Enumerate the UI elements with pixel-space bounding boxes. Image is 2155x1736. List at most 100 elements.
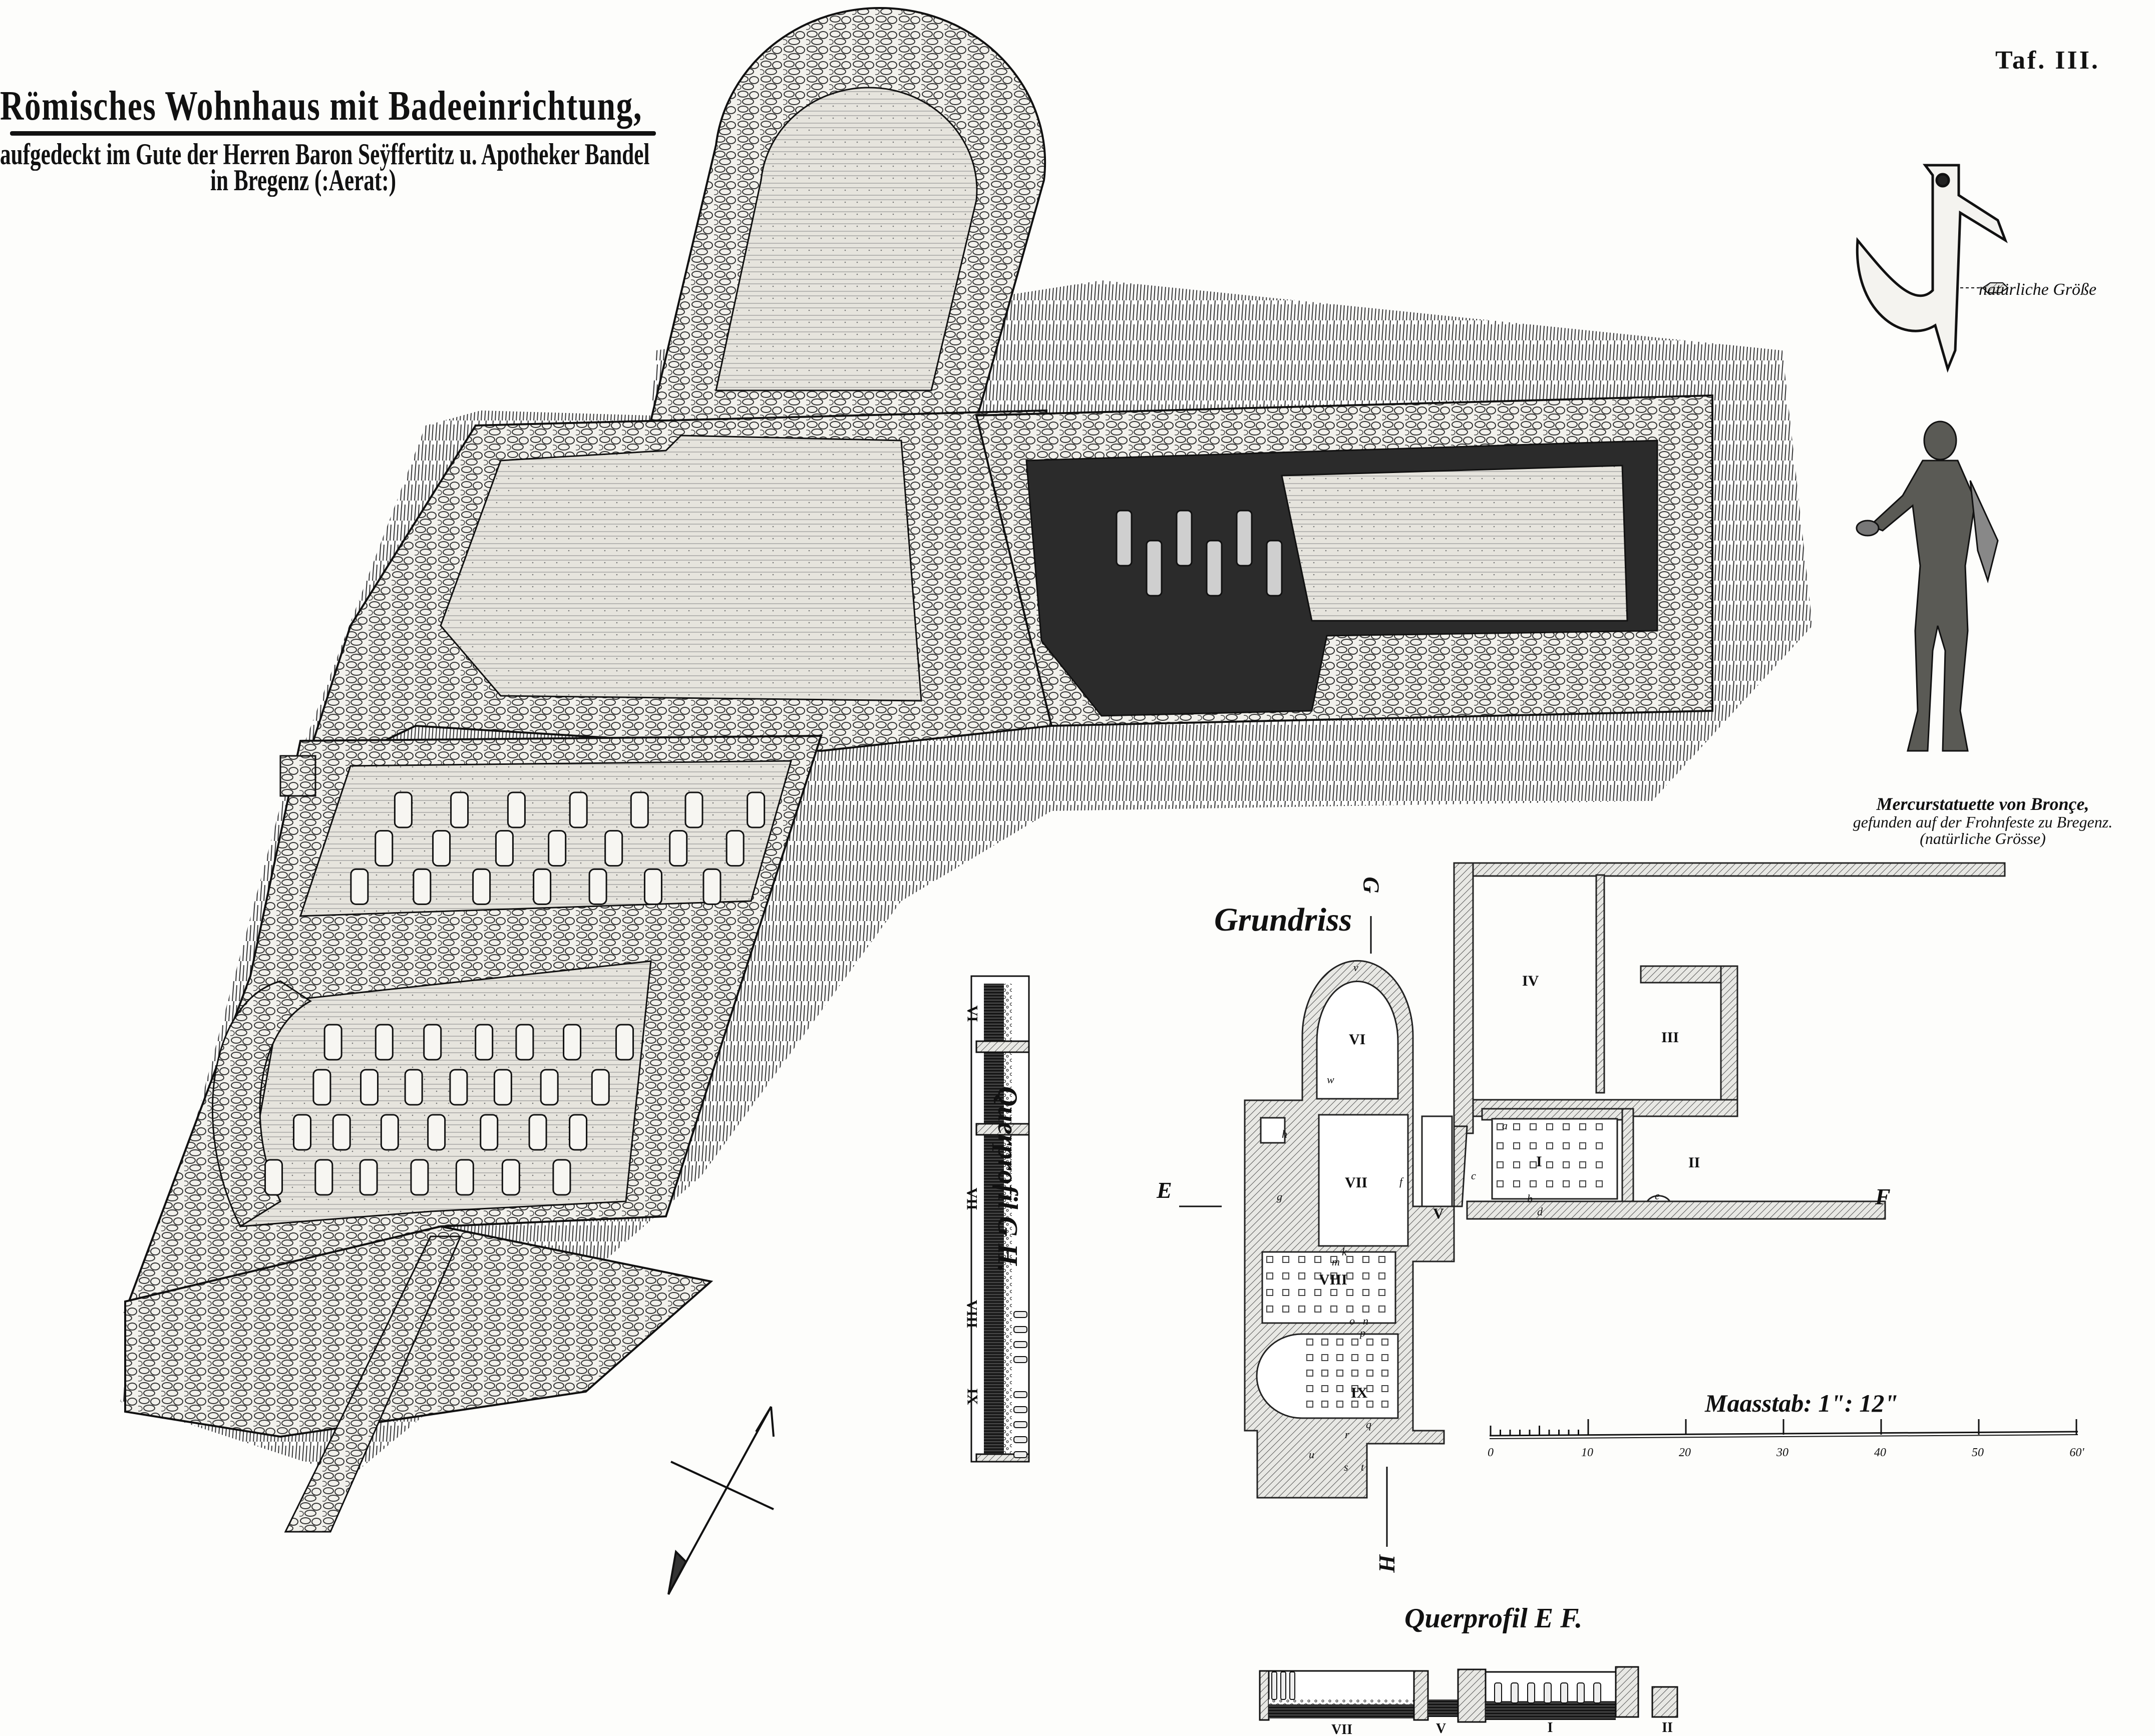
hypocaust-pillar bbox=[604, 830, 623, 867]
plan-pillar bbox=[1381, 1370, 1388, 1377]
plan-pillar bbox=[1306, 1354, 1313, 1361]
hypocaust-pillar bbox=[495, 830, 514, 867]
plan-pillar bbox=[1321, 1401, 1328, 1408]
plan-pillar bbox=[1306, 1339, 1313, 1346]
hook-caption: natürliche Größe bbox=[1979, 280, 2097, 299]
plan-pillar bbox=[1346, 1306, 1353, 1313]
hypocaust-pillar bbox=[314, 1159, 333, 1196]
hypocaust-pillar bbox=[684, 791, 703, 828]
profile-pillar bbox=[1013, 1451, 1027, 1458]
hypocaust-pillar bbox=[350, 868, 369, 905]
hypocaust-pillar bbox=[588, 868, 607, 905]
plate-number: Taf. III. bbox=[1995, 46, 2100, 75]
hypocaust-pillar bbox=[669, 830, 688, 867]
profile-pillar bbox=[1013, 1421, 1027, 1428]
hypocaust-pillar bbox=[1206, 540, 1223, 597]
hypocaust-pillar bbox=[501, 1159, 520, 1196]
hypocaust-pillar bbox=[293, 1114, 312, 1151]
hypocaust-pillar bbox=[332, 1114, 351, 1151]
plan-pillar bbox=[1266, 1289, 1273, 1296]
plan-pillar bbox=[1596, 1180, 1603, 1187]
detail-letter: o bbox=[1349, 1315, 1355, 1327]
upper-hall-floor bbox=[440, 435, 922, 702]
plan-pillar bbox=[1530, 1142, 1537, 1149]
scale-tick-label: 60' bbox=[2069, 1446, 2084, 1459]
scale-label: Maasstab: 1": 12" bbox=[1705, 1389, 1899, 1417]
plan-pillar bbox=[1497, 1161, 1504, 1168]
plan-pillar bbox=[1351, 1354, 1358, 1361]
plan-pillar bbox=[1266, 1256, 1273, 1263]
detail-letter: u bbox=[1309, 1448, 1314, 1461]
drain-channel bbox=[284, 1235, 462, 1533]
profile-pillar bbox=[1593, 1682, 1601, 1703]
profile-pillar bbox=[1577, 1682, 1585, 1703]
plan-pillar bbox=[1497, 1142, 1504, 1149]
profile-ef-label: II bbox=[1662, 1720, 1673, 1735]
hypocaust-pillar bbox=[359, 1159, 378, 1196]
hypocaust-pillar bbox=[1236, 510, 1253, 567]
profile-pillar bbox=[1013, 1406, 1027, 1413]
detail-letter: q bbox=[1366, 1418, 1371, 1431]
profile-gh-drawing bbox=[970, 975, 1030, 1463]
profile-pillar bbox=[1013, 1391, 1027, 1398]
plan-pillar bbox=[1282, 1272, 1289, 1279]
profile-pillar bbox=[1494, 1682, 1502, 1703]
detail-letter: h bbox=[1282, 1128, 1287, 1140]
plan-pillar bbox=[1306, 1385, 1313, 1392]
plan-pillar bbox=[1336, 1354, 1343, 1361]
plan-pillar bbox=[1513, 1142, 1520, 1149]
plan-pillar bbox=[1321, 1339, 1328, 1346]
plan-pillar bbox=[1530, 1161, 1537, 1168]
plan-pillar bbox=[1563, 1142, 1570, 1149]
plan-pillar bbox=[1282, 1306, 1289, 1313]
hypocaust-pillar bbox=[432, 830, 451, 867]
hypocaust-pillar bbox=[312, 1069, 331, 1106]
plate-subtitle: aufgedeckt im Gute der Herren Baron Seÿf… bbox=[0, 138, 650, 171]
profile-ef-drawing bbox=[1259, 1666, 1678, 1723]
hypocaust-pillar bbox=[552, 1159, 571, 1196]
hypocaust-pillar bbox=[323, 1024, 342, 1061]
profile-pillar bbox=[1271, 1671, 1277, 1700]
plate-title: Römisches Wohnhaus mit Badeeinrichtung, bbox=[0, 83, 642, 129]
plan-pillar bbox=[1298, 1256, 1305, 1263]
section-marker-h: H bbox=[1374, 1554, 1400, 1572]
plan-pillar bbox=[1346, 1272, 1353, 1279]
hypocaust-pillar bbox=[569, 791, 588, 828]
hypocaust-pillar bbox=[1146, 540, 1163, 597]
plan-pillar bbox=[1563, 1161, 1570, 1168]
plan-pillar bbox=[1362, 1306, 1369, 1313]
hypocaust-pillar bbox=[643, 868, 662, 905]
plan-pillar bbox=[1266, 1306, 1273, 1313]
plan-pillar bbox=[1497, 1123, 1504, 1130]
hypocaust-pillar bbox=[569, 1114, 588, 1151]
detail-letter: r bbox=[1345, 1428, 1349, 1441]
hypocaust-pillar bbox=[394, 791, 413, 828]
hypocaust-pillar bbox=[528, 1114, 547, 1151]
scale-tick-label: 30 bbox=[1776, 1446, 1788, 1459]
profile-pillar bbox=[1013, 1436, 1027, 1443]
room-label-ix: IX bbox=[1351, 1385, 1368, 1401]
hypocaust-pillar bbox=[449, 1069, 468, 1106]
plan-pillar bbox=[1336, 1401, 1343, 1408]
plan-pillar bbox=[1298, 1272, 1305, 1279]
detail-letter: w bbox=[1327, 1073, 1334, 1086]
profile-pillar bbox=[1013, 1311, 1027, 1318]
plan-pillar bbox=[1366, 1401, 1373, 1408]
hypocaust-pillar bbox=[540, 1069, 559, 1106]
profile-ef-label: VII bbox=[1331, 1722, 1353, 1736]
hypocaust-pillar bbox=[475, 1024, 494, 1061]
plan-pillar bbox=[1579, 1161, 1586, 1168]
plan-pillar bbox=[1366, 1354, 1373, 1361]
profile-ef-label: I bbox=[1547, 1720, 1553, 1735]
plan-pillar bbox=[1378, 1256, 1385, 1263]
detail-letter: v bbox=[1353, 961, 1358, 974]
room-label-iv: IV bbox=[1522, 973, 1539, 989]
detail-letter: n bbox=[1363, 1315, 1368, 1327]
plan-pillar bbox=[1330, 1306, 1337, 1313]
detail-letter: e bbox=[1655, 1189, 1660, 1202]
profile-gh-label: VI bbox=[964, 1005, 981, 1022]
scale-tick-label: 20 bbox=[1679, 1446, 1691, 1459]
plan-pillar bbox=[1381, 1354, 1388, 1361]
